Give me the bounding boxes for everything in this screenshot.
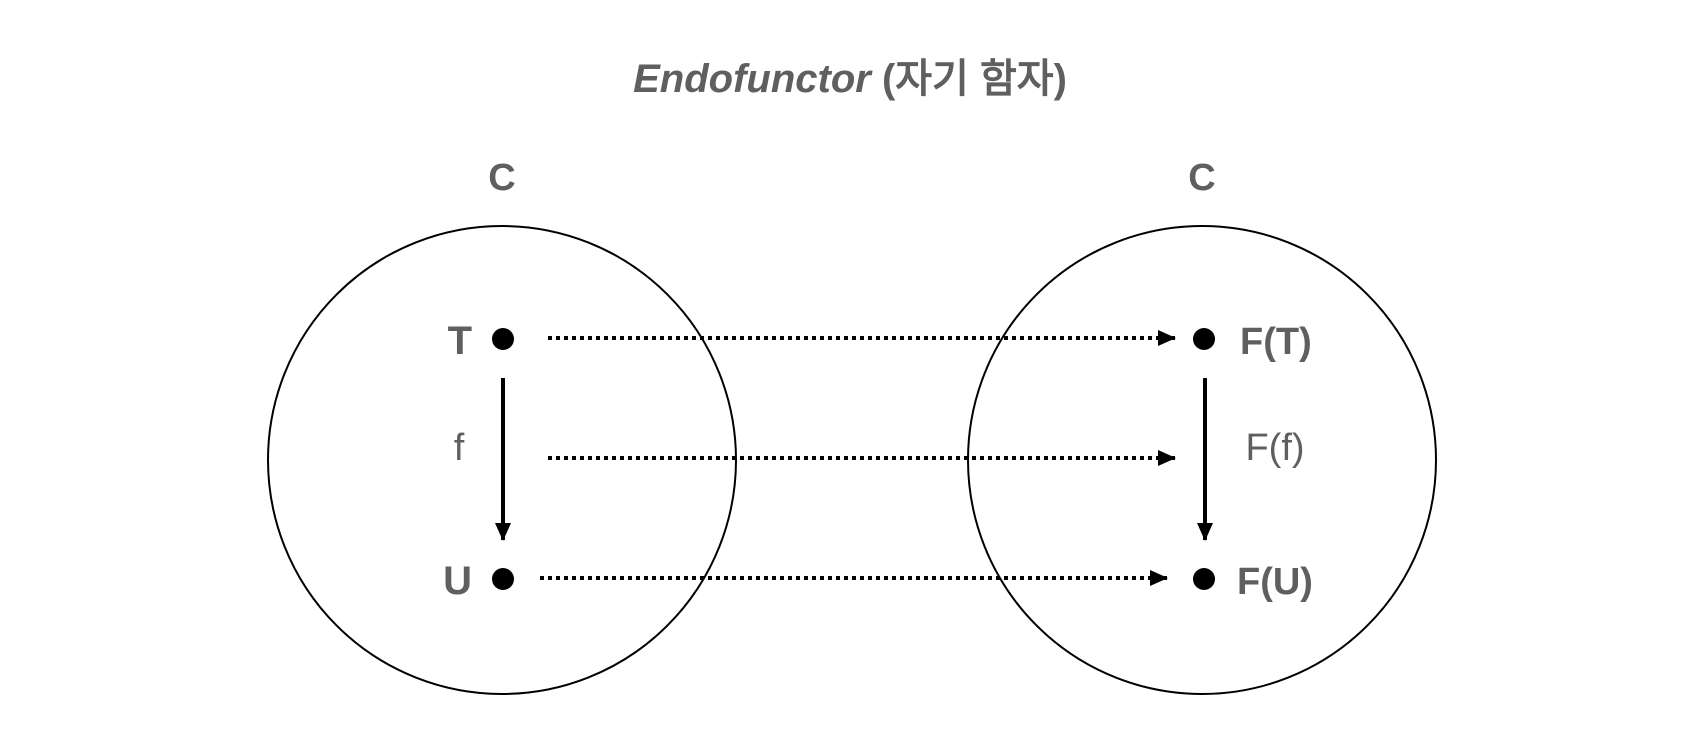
title-sub: (자기 함자) <box>871 57 1067 101</box>
object-u-dot <box>492 568 514 590</box>
object-fu-label: F(U) <box>1237 561 1313 603</box>
object-ft-dot <box>1193 328 1215 350</box>
object-ft-label: F(T) <box>1240 321 1312 363</box>
object-t-label: T <box>448 319 472 363</box>
object-t-dot <box>492 328 514 350</box>
target-category-label: C <box>1188 157 1215 199</box>
diagram-title: Endofunctor (자기 함자) <box>633 57 1067 101</box>
morphism-ff-label: F(f) <box>1245 427 1304 469</box>
object-fu-dot <box>1193 568 1215 590</box>
source-category-label: C <box>488 157 515 199</box>
object-u-label: U <box>443 559 472 603</box>
title-main: Endofunctor <box>633 57 873 101</box>
morphism-f-label: f <box>454 427 465 469</box>
